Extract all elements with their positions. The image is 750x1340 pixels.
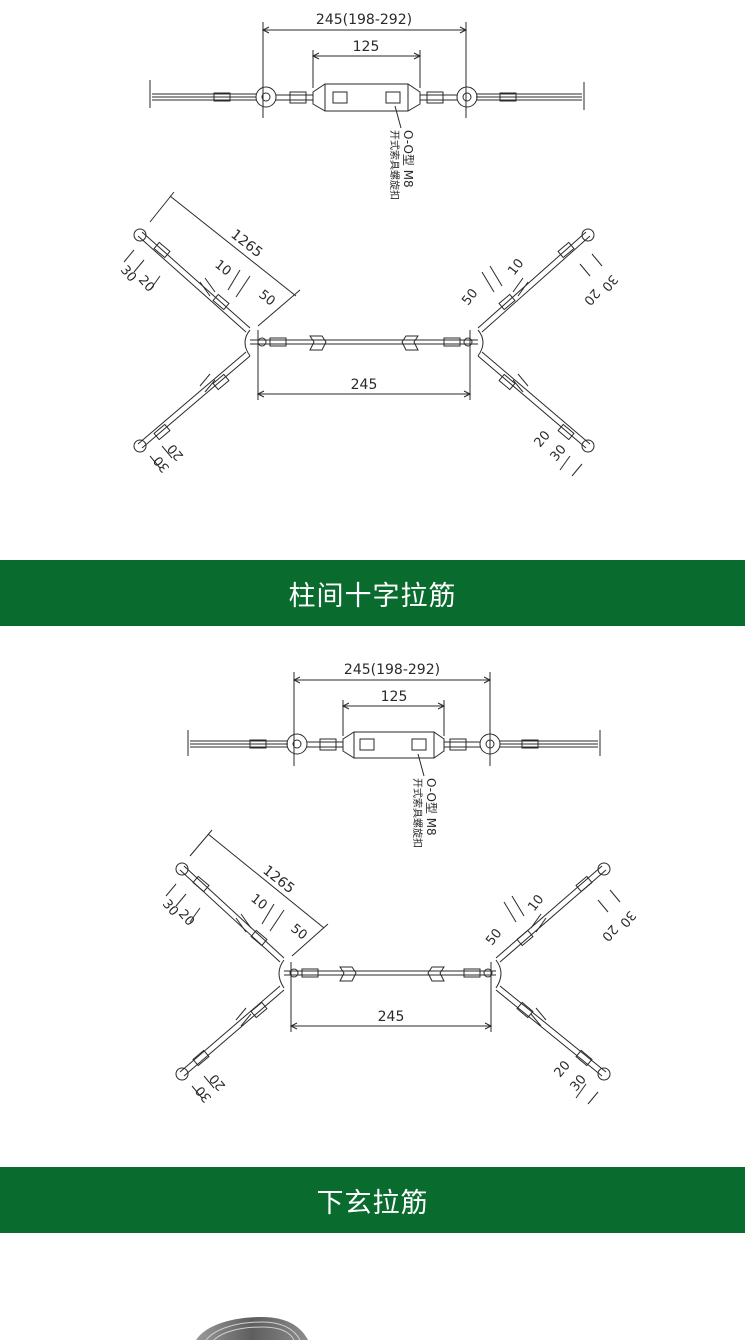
end-tr-20: 20 <box>580 285 602 307</box>
dim-overall: 245(198-292) <box>316 12 412 28</box>
technical-drawing-1: 245(198-292) 125 <box>117 12 620 477</box>
callout-line1: O-O型 M8 <box>424 778 438 836</box>
drawing-column-cross-brace: 245(198-292) 125 <box>0 0 750 560</box>
callout-line1: O-O型 M8 <box>401 130 415 188</box>
dim-10-right: 10 <box>505 256 527 278</box>
dim-10-left: 10 <box>248 891 270 913</box>
end-tr-30: 30 <box>616 907 638 929</box>
technical-drawing-2: 245(198-292) 125 O-O型 M8 <box>159 662 638 1105</box>
dim-50-right: 50 <box>483 926 505 948</box>
callout-line2: 开式索具螺旋扣 <box>388 130 401 200</box>
dim-50-right: 50 <box>459 286 481 308</box>
dim-body: 125 <box>381 689 408 705</box>
callout-label: O-O型 M8 开式索具螺旋扣 <box>388 130 415 200</box>
callout-line2: 开式索具螺旋扣 <box>411 778 424 848</box>
end-tr-30: 30 <box>598 271 620 293</box>
dim-10-left: 10 <box>212 257 234 279</box>
dim-10-right: 10 <box>525 892 547 914</box>
end-br-20: 20 <box>552 1058 574 1080</box>
dim-body: 125 <box>353 39 380 55</box>
end-br-20: 20 <box>532 428 554 450</box>
section-banner-column-cross-brace: 柱间十字拉筋 <box>0 560 745 626</box>
banner-title: 下玄拉筋 <box>316 1187 429 1219</box>
dim-50-left: 50 <box>256 287 278 309</box>
dim-center: 245 <box>351 377 378 393</box>
banner-title: 柱间十字拉筋 <box>288 580 457 612</box>
dim-center: 245 <box>378 1009 405 1025</box>
dim-overall: 245(198-292) <box>344 662 440 678</box>
section-banner-bottom-chord-brace: 下玄拉筋 <box>0 1167 745 1233</box>
end-tr-20: 20 <box>598 921 620 943</box>
end-br-30: 30 <box>568 1072 590 1094</box>
cable-coil-image <box>196 1317 308 1340</box>
product-photo <box>0 1233 750 1340</box>
dim-50-left: 50 <box>288 921 310 943</box>
drawing-bottom-chord-brace: 245(198-292) 125 O-O型 M8 <box>0 626 750 1166</box>
callout-label: O-O型 M8 开式索具螺旋扣 <box>411 778 438 848</box>
dim-diag-length: 1265 <box>228 227 266 262</box>
